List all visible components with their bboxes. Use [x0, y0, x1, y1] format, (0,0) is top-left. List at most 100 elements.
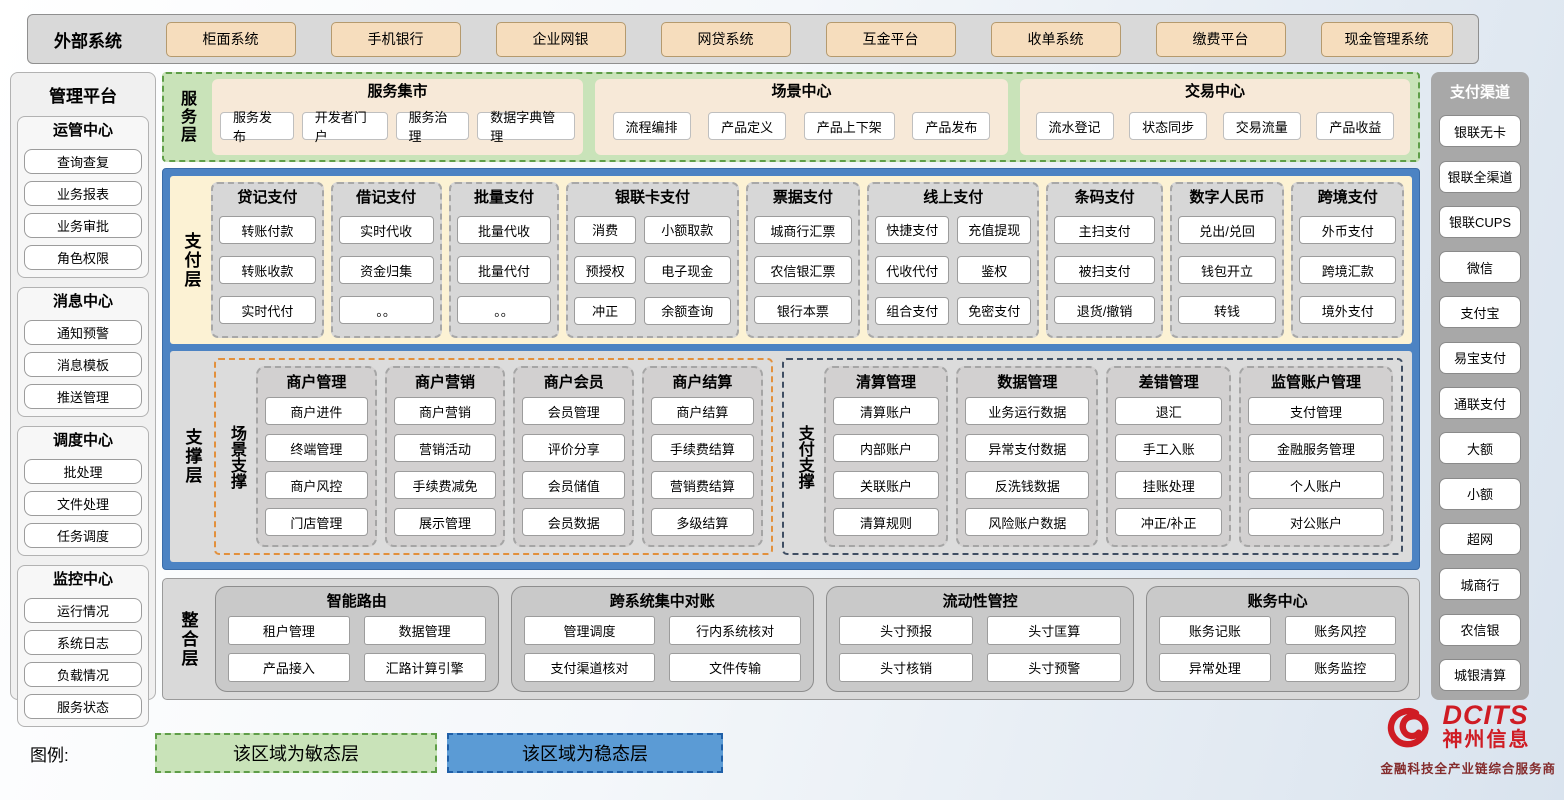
channel-box: 超网: [1439, 522, 1521, 555]
support-group-list: 业务运行数据 异常支付数据 反洗钱数据 风险账户数据: [965, 395, 1090, 538]
support-item-box: 多级结算: [651, 508, 754, 536]
payment-group: 借记支付 实时代收 资金归集 。。: [330, 182, 442, 338]
mgmt-group-schedule: 调度中心 批处理 文件处理 任务调度: [17, 426, 149, 556]
support-item-box: 冲正/补正: [1115, 508, 1222, 536]
stable-zone: 支付层 贷记支付 转账付款 转账收款 实时代付 借记支付 实时代收 资金归集 。…: [162, 168, 1420, 570]
integration-group-grid: 头寸预报 头寸匡算 头寸核销 头寸预警: [839, 615, 1122, 683]
support-layer-label: 支撑层: [182, 428, 202, 485]
payment-item-box: 冲正: [574, 296, 636, 325]
channel-box: 通联支付: [1439, 387, 1521, 420]
logo-en-text: DCITS: [1442, 700, 1529, 730]
integration-group-title: 智能路由: [326, 593, 387, 610]
payment-item-box: 消费: [574, 215, 636, 244]
support-item-box: 会员储值: [522, 471, 626, 499]
payment-item-box: 充值提现: [957, 215, 1032, 244]
support-item-box: 商户营销: [393, 397, 497, 425]
service-panel-title: 服务集市: [367, 83, 428, 100]
payment-group: 银联卡支付 消费 小额取款 预授权 电子现金 冲正 余额查询: [566, 182, 739, 338]
support-item-box: 退汇: [1115, 397, 1222, 425]
integration-item-box: 头寸核销: [839, 653, 974, 683]
integration-item-box: 支付渠道核对: [523, 653, 656, 683]
payment-group-title: 线上支付: [923, 189, 984, 206]
mgmt-group-operations: 运管中心 查询查复 业务报表 业务审批 角色权限: [17, 116, 149, 278]
service-item-box: 产品定义: [708, 112, 787, 140]
service-layer-label: 服务层: [178, 90, 195, 144]
payment-group: 数字人民币 兑出/兑回 钱包开立 转钱: [1169, 182, 1285, 338]
payment-item-box: 外币支付: [1299, 216, 1397, 244]
external-systems-label: 外部系统: [54, 31, 122, 51]
integration-item-box: 管理调度: [523, 615, 656, 645]
integration-group-grid: 租户管理 数据管理 产品接入 汇路计算引擎: [228, 615, 486, 683]
service-panel-row: 流水登记 状态同步 交易流量 产品收益: [1028, 103, 1402, 149]
payment-group-list: 实时代收 资金归集 。。: [338, 210, 434, 330]
payment-item-box: 批量代收: [456, 216, 552, 244]
mgmt-item-box: 业务报表: [24, 181, 142, 206]
service-panel-row: 服务发布 开发者门户 服务治理 数据字典管理: [220, 103, 575, 149]
logo-text-block: DCITS 神州信息: [1442, 702, 1558, 752]
integration-group: 智能路由 租户管理 数据管理 产品接入 汇路计算引擎: [215, 586, 499, 692]
payment-group: 跨境支付 外币支付 跨境汇款 境外支付: [1291, 182, 1405, 338]
channel-box: 银联无卡: [1439, 115, 1521, 148]
mgmt-group-monitor: 监控中心 运行情况 系统日志 负载情况 服务状态: [17, 565, 149, 727]
integration-group-grid: 管理调度 行内系统核对 支付渠道核对 文件传输: [523, 615, 802, 683]
channel-box: 易宝支付: [1439, 341, 1521, 374]
payment-item-box: 跨境汇款: [1299, 256, 1397, 284]
service-panel-row: 流程编排 产品定义 产品上下架 产品发布: [603, 103, 1000, 149]
channel-box: 城商行: [1439, 568, 1521, 601]
service-panel-title: 交易中心: [1184, 83, 1245, 100]
dcits-logo: DCITS 神州信息 金融科技全产业链综合服务商: [1318, 700, 1558, 777]
payment-item-box: 钱包开立: [1177, 256, 1277, 284]
payment-group-list: 兑出/兑回 钱包开立 转钱: [1177, 210, 1277, 330]
payment-item-box: 城商行汇票: [753, 216, 853, 244]
support-group-list: 会员管理 评价分享 会员储值 会员数据: [522, 395, 626, 538]
payment-group-title: 银联卡支付: [614, 189, 690, 206]
payment-group-title: 票据支付: [772, 189, 833, 206]
dcits-swirl-icon: [1388, 707, 1430, 748]
integration-layer: 整合层 智能路由 租户管理 数据管理 产品接入 汇路计算引擎 跨系统集中对账 管…: [162, 578, 1420, 700]
external-system-box: 互金平台: [825, 21, 956, 57]
mgmt-item-box: 批处理: [24, 459, 142, 484]
payment-group-list: 批量代收 批量代付 。。: [456, 210, 552, 330]
integration-layer-label: 整合层: [178, 610, 198, 668]
payment-group: 批量支付 批量代收 批量代付 。。: [448, 182, 560, 338]
support-group: 商户会员 会员管理 评价分享 会员储值 会员数据: [513, 366, 635, 547]
payment-item-box: 退货/撤销: [1054, 296, 1155, 324]
scene-support-label: 场景支撑: [228, 424, 245, 489]
payment-group-title: 贷记支付: [237, 189, 298, 206]
external-system-box: 缴费平台: [1155, 21, 1286, 57]
payment-item-box: 主扫支付: [1054, 216, 1155, 244]
payment-item-box: 农信银汇票: [753, 256, 853, 284]
channel-box: 微信: [1439, 251, 1521, 284]
support-item-box: 商户进件: [265, 397, 368, 425]
payment-item-box: 境外支付: [1299, 296, 1397, 324]
integration-item-box: 异常处理: [1159, 653, 1271, 683]
payment-group-title: 数字人民币: [1189, 189, 1265, 206]
service-item-box: 状态同步: [1129, 112, 1208, 140]
support-item-box: 门店管理: [265, 508, 368, 536]
payment-group: 票据支付 城商行汇票 农信银汇票 银行本票: [745, 182, 861, 338]
service-panel-trade: 交易中心 流水登记 状态同步 交易流量 产品收益: [1019, 79, 1410, 155]
support-item-box: 会员管理: [522, 397, 626, 425]
integration-item-box: 账务监控: [1284, 653, 1396, 683]
service-item-box: 产品上下架: [803, 112, 895, 140]
integration-item-box: 头寸预报: [839, 615, 974, 645]
support-item-box: 异常支付数据: [965, 434, 1090, 462]
payment-item-box: 电子现金: [643, 256, 731, 284]
payment-layer: 支付层 贷记支付 转账付款 转账收款 实时代付 借记支付 实时代收 资金归集 。…: [170, 176, 1412, 344]
support-group-title: 差错管理: [1138, 374, 1199, 391]
support-item-box: 风险账户数据: [965, 508, 1090, 536]
mgmt-group-message: 消息中心 通知预警 消息模板 推送管理: [17, 287, 149, 417]
mgmt-item-box: 业务审批: [24, 213, 142, 238]
mgmt-item-box: 消息模板: [24, 352, 142, 377]
support-item-box: 金融服务管理: [1247, 434, 1384, 462]
payment-item-box: 鉴权: [957, 256, 1032, 284]
external-systems-row: 柜面系统 手机银行 企业网银 网贷系统 互金平台 收单系统 缴费平台 现金管理系…: [148, 21, 1478, 57]
support-item-box: 终端管理: [265, 434, 368, 462]
mgmt-item-box: 推送管理: [24, 384, 142, 409]
external-system-box: 企业网银: [495, 21, 626, 57]
support-group-title: 商户营销: [415, 374, 476, 391]
support-group-list: 商户结算 手续费结算 营销费结算 多级结算: [651, 395, 754, 538]
integration-group: 账务中心 账务记账 账务风控 异常处理 账务监控: [1146, 586, 1409, 692]
support-item-box: 营销费结算: [651, 471, 754, 499]
payment-group: 线上支付 快捷支付 充值提现 代收代付 鉴权 组合支付 免密支付: [867, 182, 1040, 338]
